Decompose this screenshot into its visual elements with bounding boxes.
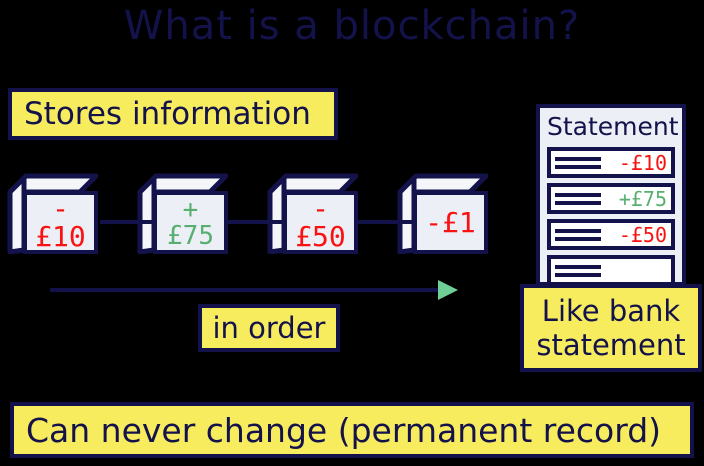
callout-like-bank-statement: Like bank statement [520, 284, 702, 372]
block-4-amount: -£1 [425, 205, 476, 239]
text-lines-icon [555, 228, 601, 241]
callout-stores-information-label: Stores information [24, 96, 311, 132]
block-1-face: -£10 [23, 191, 98, 254]
callout-like-bank-line2: statement [536, 328, 686, 362]
page-title: What is a blockchain? [123, 3, 581, 49]
block-4-3d-shell [397, 173, 488, 254]
block-4-face: -£1 [413, 191, 488, 254]
statement-row[interactable]: +£75 [547, 183, 675, 214]
block-2-amount: + £75 [167, 194, 214, 251]
statement-row[interactable]: -£10 [547, 147, 675, 178]
statement-card: Statement -£10 +£75 -£50 [536, 104, 686, 286]
statement-row-amount: -£10 [618, 150, 667, 175]
block-3-face: -£50 [283, 191, 358, 254]
order-arrow-shaft [50, 288, 440, 292]
block-2[interactable]: + £75 [136, 172, 228, 254]
callout-in-order: in order [198, 304, 340, 352]
callout-in-order-label: in order [212, 311, 326, 345]
block-1[interactable]: -£10 [6, 172, 98, 254]
callout-permanent-record: Can never change (permanent record) [10, 402, 694, 458]
text-lines-icon [555, 156, 601, 169]
callout-stores-information: Stores information [8, 88, 338, 140]
statement-row-amount: +£75 [618, 186, 667, 211]
block-3-amount: -£50 [295, 191, 346, 253]
statement-row[interactable] [547, 255, 675, 286]
block-4[interactable]: -£1 [396, 172, 488, 254]
chain-connector-2 [228, 220, 286, 224]
block-1-amount: -£10 [35, 191, 86, 253]
text-lines-icon [555, 192, 601, 205]
block-2-face: + £75 [153, 191, 228, 254]
statement-row[interactable]: -£50 [547, 219, 675, 250]
chain-connector-1 [100, 220, 156, 224]
text-lines-icon [555, 264, 601, 277]
statement-row-amount: -£50 [618, 222, 667, 247]
order-arrow-head-icon [438, 280, 458, 300]
callout-like-bank-line1: Like bank [541, 294, 681, 328]
block-3[interactable]: -£50 [266, 172, 358, 254]
chain-connector-3 [358, 220, 416, 224]
statement-title: Statement [547, 112, 679, 141]
callout-permanent-record-label: Can never change (permanent record) [26, 410, 662, 450]
